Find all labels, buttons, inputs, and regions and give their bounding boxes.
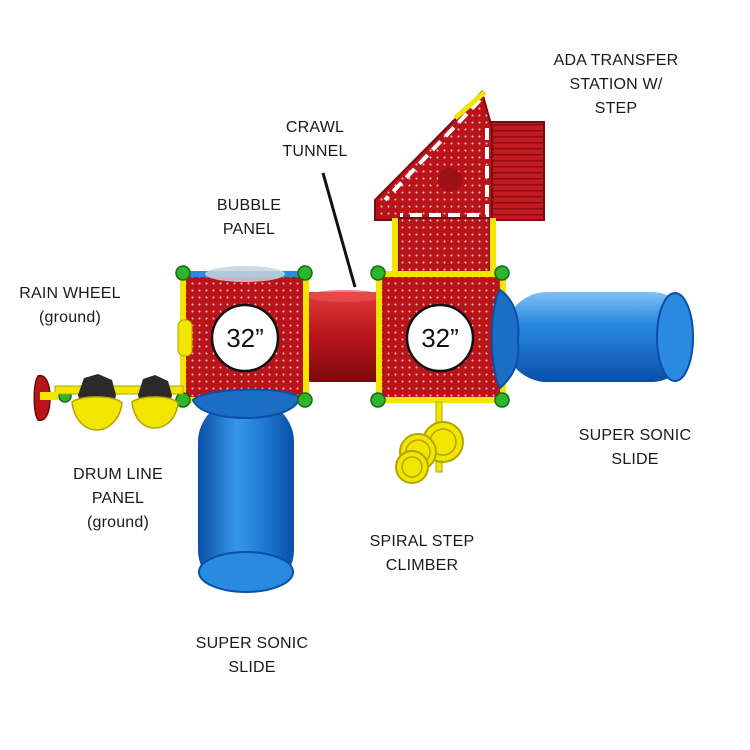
rain-wheel-label: RAIN WHEEL(ground) [19, 285, 121, 326]
right-deck-height-text: 32” [421, 323, 459, 353]
ada-transfer-station [374, 90, 545, 275]
crawl-tunnel [305, 290, 383, 382]
left-deck-height-text: 32” [226, 323, 264, 353]
bottom-super-sonic-slide [191, 388, 302, 593]
rain-wheel [33, 374, 58, 422]
left-deck-height-badge: 32” [210, 303, 280, 373]
crawl-tunnel-leader-line [321, 172, 357, 288]
spiral-step-climber [395, 401, 464, 484]
bubble-panel [205, 266, 285, 282]
corner-clamps [58, 265, 510, 408]
right-super-sonic-slide [490, 288, 694, 390]
drum-line-panel [54, 374, 184, 431]
right-deck-height-badge: 32” [405, 303, 475, 373]
